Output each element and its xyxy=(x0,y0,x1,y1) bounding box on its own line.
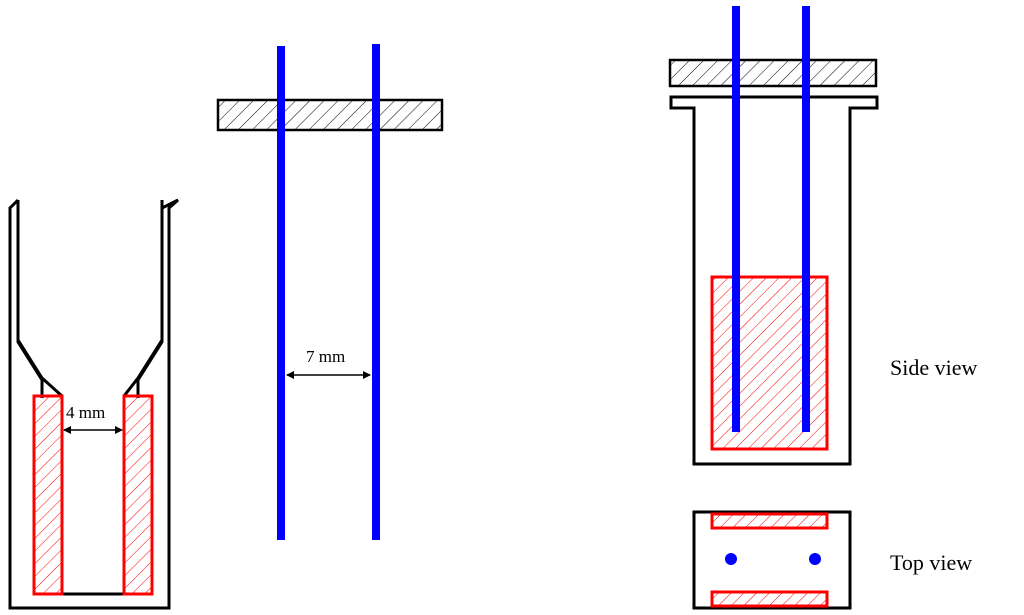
electrode-left xyxy=(32,394,64,596)
side-cuvette-outline xyxy=(669,95,879,466)
top-wire-left xyxy=(725,553,737,565)
electrode-right xyxy=(122,394,154,596)
top-cuvette-outline xyxy=(692,510,852,610)
top-electrode-lower xyxy=(710,590,829,608)
middle-wires: 7 mm xyxy=(216,44,444,540)
side-view: Side view xyxy=(668,6,977,466)
gap-label-middle: 7 mm xyxy=(306,347,345,366)
side-view-label: Side view xyxy=(890,355,977,380)
cuvette-inner-right xyxy=(122,200,164,397)
top-wire-right xyxy=(809,553,821,565)
cuvette-inner-left xyxy=(16,200,64,398)
top-view-label: Top view xyxy=(890,550,972,575)
left-cuvette: 4 mm xyxy=(8,198,179,610)
top-view: Top view xyxy=(692,510,972,610)
cap-plate xyxy=(216,98,444,132)
cuvette-outer-wall xyxy=(8,208,171,610)
top-electrode-upper xyxy=(710,512,829,530)
gap-label-left: 4 mm xyxy=(66,403,105,422)
side-cap-plate xyxy=(668,58,878,88)
